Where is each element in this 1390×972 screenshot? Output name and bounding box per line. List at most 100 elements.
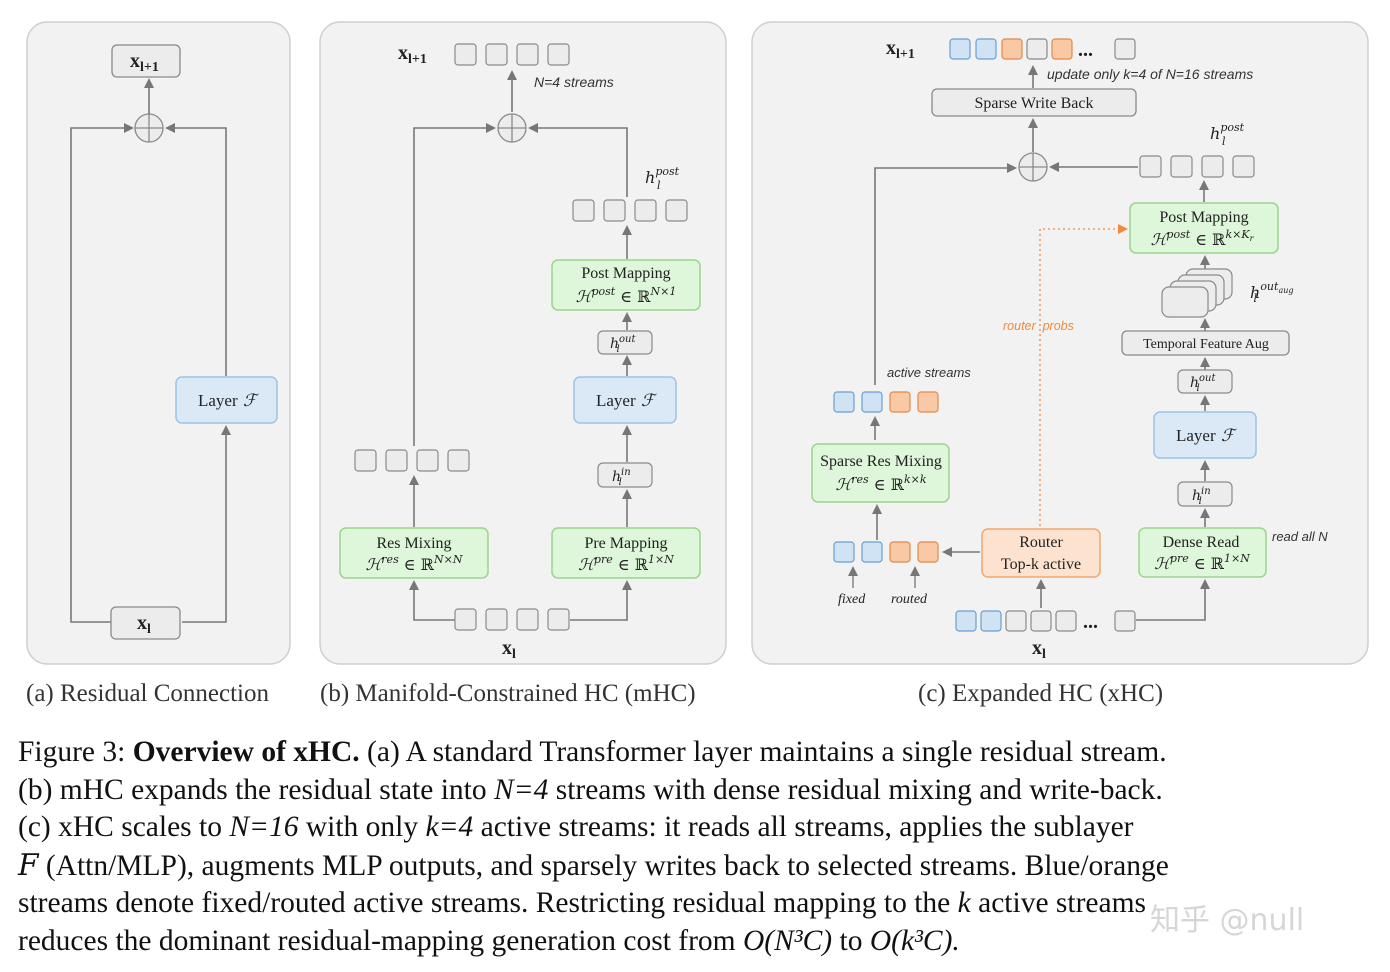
panel-a-input-node: xl [110, 606, 181, 640]
caption-sentence-f: reduces the dominant residual-mapping ge… [18, 924, 736, 957]
panel-c-aug-stack [1161, 268, 1233, 318]
caption-title: Overview of xHC. [132, 736, 360, 768]
panel-c-routed-label: routed [891, 592, 928, 607]
panel-b-output-streams [454, 43, 570, 66]
caption-k: k [957, 887, 971, 920]
panel-b-input-streams [454, 608, 570, 631]
panel-b-streams-note: N=4 streams [534, 74, 614, 90]
panel-a-arrow-layer-out [165, 123, 227, 376]
svg-text:Post Mapping: Post Mapping [581, 265, 670, 282]
caption-sentence-c: (c) xHC scales to [18, 811, 222, 844]
panel-b-output-label: xl+1 [398, 42, 427, 67]
svg-text:Top-k active: Top-k active [1001, 556, 1081, 573]
svg-text:Sparse Res Mixing: Sparse Res Mixing [820, 453, 942, 470]
caption-sentence-e: streams denote fixed/routed active strea… [18, 887, 951, 920]
panel-b-arrow-to-pre [570, 580, 632, 621]
svg-text:...: ... [1078, 39, 1093, 61]
caption-sentence-c-end: active streams: it reads all streams, ap… [480, 811, 1134, 844]
svg-text:ℋpost ∈ ℝN×1: ℋpost ∈ ℝN×1 [576, 285, 677, 306]
panel-c-temporal-aug-box: Temporal Feature Aug [1121, 330, 1290, 356]
caption-figure-label: Figure 3: [18, 736, 126, 768]
panel-c-selected-streams [833, 541, 939, 563]
svg-text:Pre Mapping: Pre Mapping [584, 535, 667, 552]
panel-b-background [319, 21, 727, 665]
caption-sentence-b: (b) mHC expands the residual state into [18, 773, 487, 806]
svg-text:Res Mixing: Res Mixing [376, 535, 451, 552]
panel-b-arrow-res-to-sum [413, 123, 496, 446]
panel-b-post-streams [572, 199, 688, 222]
panel-b-caption-label: (b) Manifold-Constrained HC (mHC) [320, 680, 696, 707]
caption-sentence-c-mid: with only [305, 811, 419, 844]
panel-b-arrow-to-res [409, 580, 455, 621]
svg-text:Dense Read: Dense Read [1163, 534, 1240, 551]
caption-sentence-e-end: active streams [978, 887, 1147, 920]
panel-a-arrow-to-layer [182, 425, 231, 623]
panel-c-arrow-res-to-sum [874, 163, 1017, 385]
svg-text:Layer ℱ: Layer ℱ [198, 391, 260, 411]
caption-n16: N=16 [229, 811, 299, 844]
panel-a-caption-label: (a) Residual Connection [26, 680, 269, 707]
panel-c-post-mapping-box: Post Mapping ℋpost ∈ ℝk×Kr [1129, 202, 1279, 254]
panel-c-read-all-note: read all N [1272, 529, 1328, 544]
caption-sentence-d: (Attn/MLP), augments MLP outputs, and sp… [45, 849, 1169, 882]
caption-sentence-a: (a) A standard Transformer layer maintai… [367, 736, 1167, 768]
panel-b-input-label: xl [502, 637, 516, 662]
panel-c-router-box: Router Top-k active [981, 528, 1101, 578]
panel-c-sparse-write-back-box: Sparse Write Back [931, 88, 1137, 117]
caption-cost-dense: O(N³C) [742, 924, 833, 957]
caption-sublayer-symbol: F [18, 847, 39, 882]
watermark: 知乎 @null [1150, 903, 1305, 938]
panel-a-skip-connection [70, 123, 134, 623]
panel-b-arrow-post-to-sum [528, 123, 628, 197]
panel-c-update-note: update only k=4 of N=16 streams [1047, 66, 1253, 82]
svg-text:Temporal Feature Aug: Temporal Feature Aug [1143, 337, 1269, 352]
panel-c-router-probs-label: router probs [1003, 319, 1074, 333]
panel-c-output-label: xl+1 [886, 37, 915, 62]
svg-text:ℋpre ∈ ℝ1×N: ℋpre ∈ ℝ1×N [1154, 552, 1250, 573]
svg-text:Post Mapping: Post Mapping [1159, 209, 1248, 226]
svg-text:Router: Router [1019, 534, 1063, 551]
panel-c-caption-label: (c) Expanded HC (xHC) [918, 680, 1164, 707]
panel-a-layer-box: Layer ℱ [175, 376, 278, 424]
panel-c-input-label: xl [1032, 637, 1046, 662]
panel-c-post-streams [1139, 155, 1255, 178]
panel-b-res-streams [354, 449, 470, 472]
panel-b-pre-mapping-box: Pre Mapping ℋpre ∈ ℝ1×N [551, 527, 701, 579]
panel-c-router-probs-line [1039, 224, 1128, 536]
panel-b-res-mixing-box: Res Mixing ℋres ∈ ℝN×N [339, 527, 489, 579]
svg-text:ℋres ∈ ℝN×N: ℋres ∈ ℝN×N [365, 553, 462, 574]
figure-caption: Figure 3: Overview of xHC. (a) A standar… [18, 734, 1380, 961]
panel-c-sum-node [1018, 152, 1048, 182]
svg-text:ℋres ∈ ℝk×k: ℋres ∈ ℝk×k [835, 473, 926, 494]
panel-b-post-mapping-box: Post Mapping ℋpost ∈ ℝN×1 [551, 259, 701, 311]
panel-c-sparse-res-mixing-box: Sparse Res Mixing ℋres ∈ ℝk×k [811, 443, 950, 503]
caption-sentence-b-end: streams with dense residual mixing and w… [555, 773, 1163, 806]
panel-c-fixed-label: fixed [838, 592, 866, 607]
svg-text:xl: xl [137, 612, 151, 637]
panel-a-sum-node [134, 113, 164, 143]
panel-c-active-streams-note: active streams [887, 365, 971, 380]
panel-b-layer-box: Layer ℱ [573, 376, 677, 424]
panel-c-dense-read-box: Dense Read ℋpre ∈ ℝ1×N [1138, 527, 1267, 578]
svg-text:Sparse Write Back: Sparse Write Back [974, 95, 1093, 112]
panel-c-arrow-input-to-dense [1136, 579, 1210, 621]
panel-c-layer-box: Layer ℱ [1153, 411, 1257, 459]
caption-k4: k=4 [425, 811, 474, 844]
svg-text:Layer ℱ: Layer ℱ [596, 391, 658, 411]
caption-n4: N=4 [494, 773, 549, 806]
panel-a-background [26, 21, 291, 665]
panel-c-output-streams: ... [949, 38, 1136, 61]
panel-a-output-node: xl+1 [111, 44, 181, 78]
caption-sentence-f-mid: to [839, 924, 863, 957]
panel-b-sum-node [497, 113, 527, 143]
panel-c-input-streams: ... [955, 610, 1136, 633]
svg-text:...: ... [1083, 611, 1098, 633]
svg-text:ℋpre ∈ ℝ1×N: ℋpre ∈ ℝ1×N [578, 553, 674, 574]
caption-cost-sparse: O(k³C). [869, 924, 960, 957]
svg-text:ℋpost ∈ ℝk×Kr: ℋpost ∈ ℝk×Kr [1151, 228, 1255, 249]
